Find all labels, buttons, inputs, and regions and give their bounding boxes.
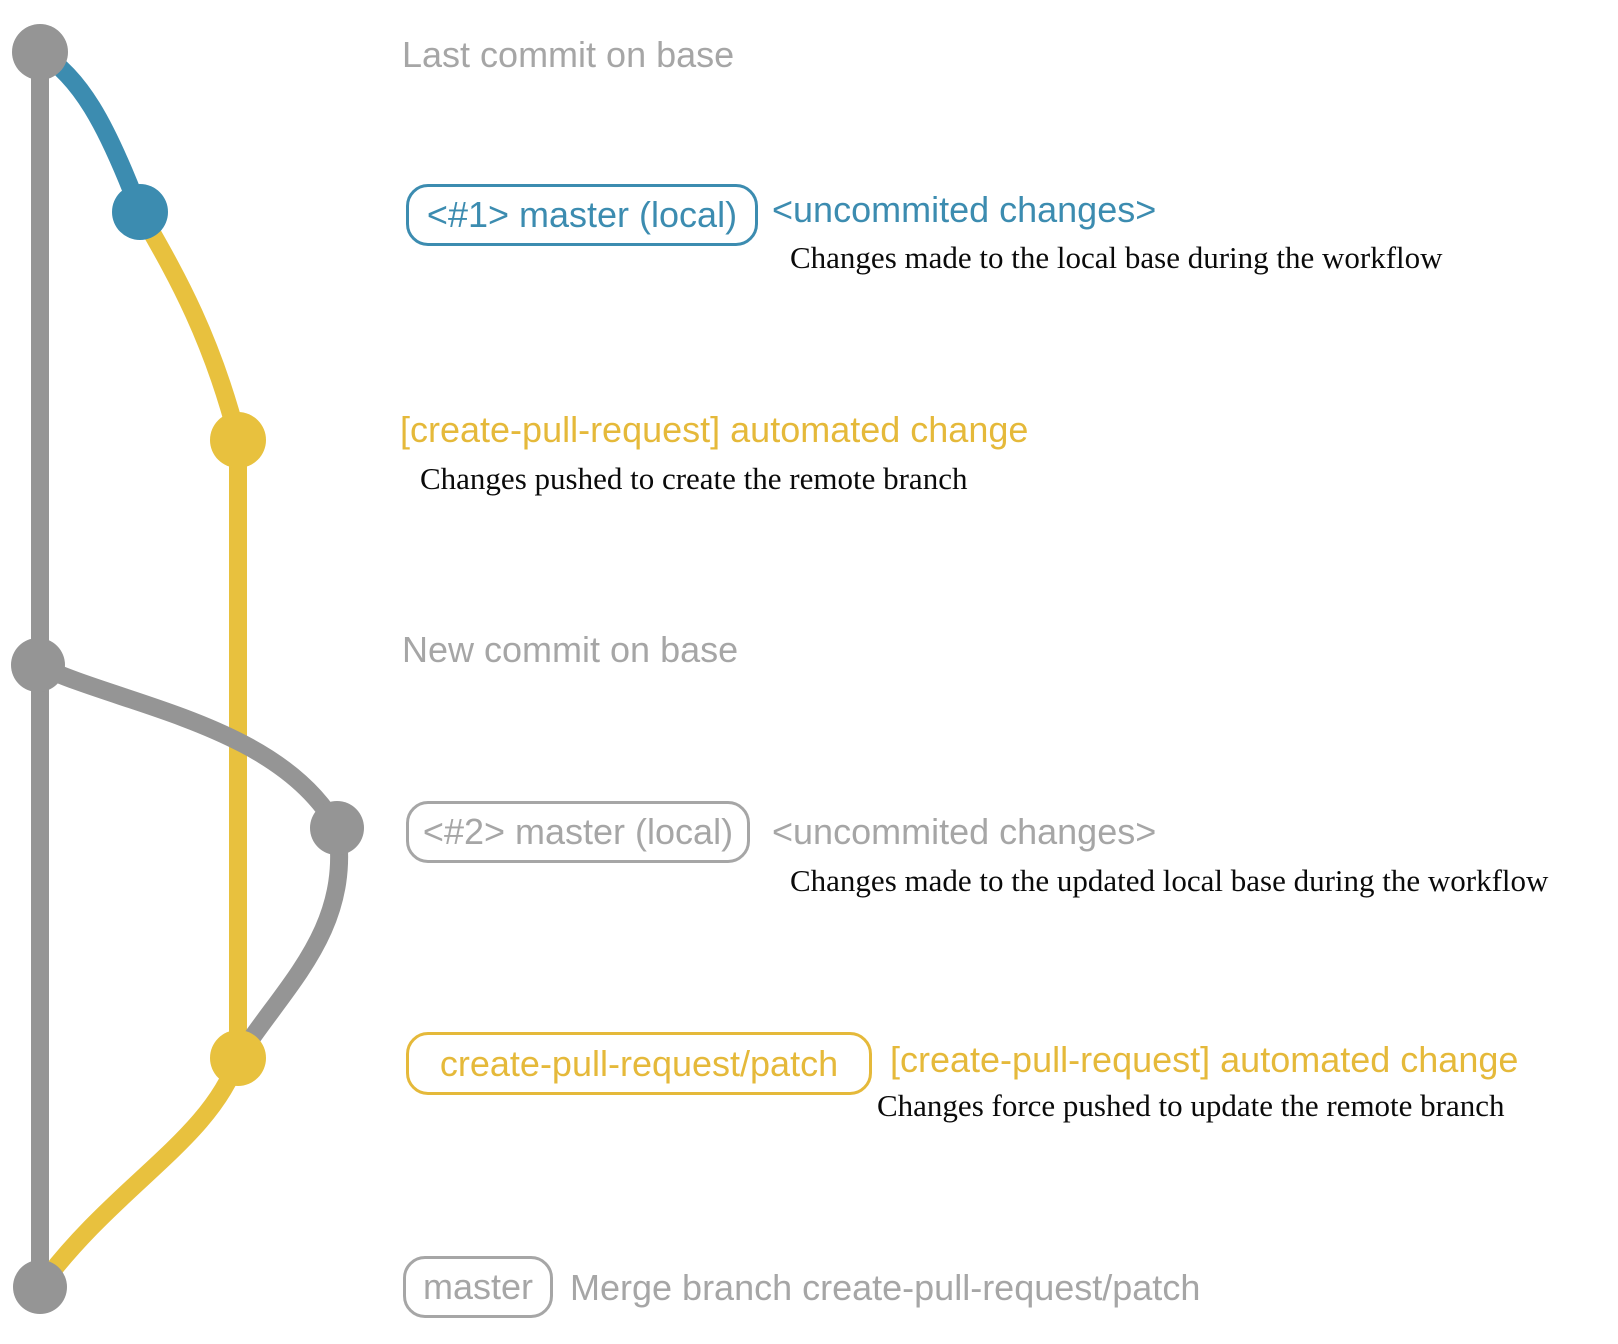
master-local-2-badge: <#2> master (local) xyxy=(406,801,750,863)
merge-branch-label: Merge branch create-pull-request/patch xyxy=(570,1267,1201,1308)
patch-branch-line xyxy=(132,207,247,1058)
automated-change-2-title: [create-pull-request] automated change xyxy=(890,1039,1519,1080)
merge-curve xyxy=(32,1054,247,1293)
git-graph xyxy=(11,24,364,1314)
uncommitted-changes-1-tag: <uncommited changes> xyxy=(772,189,1157,230)
uncommitted-changes-2-tag: <uncommited changes> xyxy=(772,811,1157,852)
commit-node-patch-1 xyxy=(210,412,266,468)
force-push-curve xyxy=(230,826,349,1063)
local-branch-curve xyxy=(34,44,149,216)
commit-node-local-1 xyxy=(112,184,168,240)
master-local-1-badge: <#1> master (local) xyxy=(406,184,758,246)
automated-change-1-title: [create-pull-request] automated change xyxy=(400,409,1029,450)
new-commit-on-base-label: New commit on base xyxy=(402,629,739,670)
automated-change-1-note: Changes pushed to create the remote bran… xyxy=(420,461,968,496)
commit-node-merge xyxy=(13,1260,67,1314)
base-update-curve xyxy=(34,656,345,833)
uncommitted-changes-2-note: Changes made to the updated local base d… xyxy=(790,863,1549,898)
uncommitted-changes-1-note: Changes made to the local base during th… xyxy=(790,240,1443,275)
patch-branch-badge-label: create-pull-request/patch xyxy=(439,1042,839,1084)
patch-branch-badge: create-pull-request/patch xyxy=(406,1032,872,1095)
commit-node-patch-2 xyxy=(210,1030,266,1086)
master-local-1-badge-label: <#1> master (local) xyxy=(426,194,738,235)
commit-node-local-2 xyxy=(310,801,364,855)
commit-node-last-base xyxy=(12,24,68,80)
master-local-2-badge-label: <#2> master (local) xyxy=(422,811,734,852)
master-badge: master xyxy=(403,1256,553,1318)
automated-change-2-note: Changes force pushed to update the remot… xyxy=(877,1088,1505,1123)
commit-node-new-base xyxy=(11,638,65,692)
master-badge-label: master xyxy=(422,1266,534,1307)
last-commit-on-base-label: Last commit on base xyxy=(402,34,735,75)
